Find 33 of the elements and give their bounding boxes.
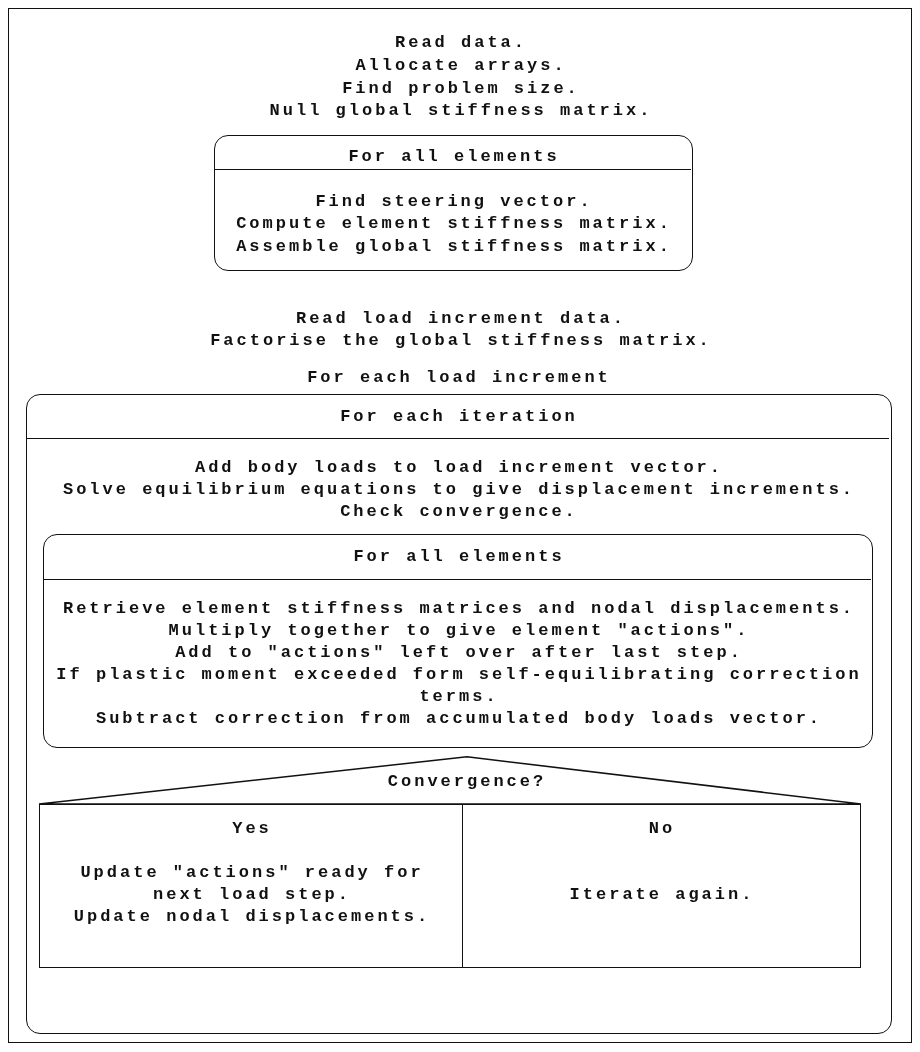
- statement-text: Retrieve element stiffness matrices and nodal displacements.: [62, 598, 856, 620]
- loop-box: [214, 135, 693, 271]
- statement-text: Factorise the global stiffness matrix.: [210, 330, 712, 352]
- statement-text: Compute element stiffness matrix.: [236, 213, 672, 235]
- condition-text: Convergence?: [387, 771, 547, 793]
- branch-label: Yes: [232, 818, 272, 840]
- statement-text: Update "actions" ready for next load step.: [79, 862, 425, 906]
- statement-text: If plastic moment exceeded form self-equilibrating correction terms.: [55, 664, 863, 708]
- statement-text: Assemble global stiffness matrix.: [236, 236, 672, 258]
- statement-text: Null global stiffness matrix.: [269, 100, 653, 122]
- statement-text: Solve equilibrium equations to give displacement increments.: [62, 479, 856, 501]
- branch-label: No: [648, 818, 676, 840]
- statement-text: Find steering vector.: [315, 191, 593, 213]
- statement-text: Iterate again.: [569, 884, 755, 906]
- statement-text: Check convergence.: [340, 501, 578, 523]
- branch-box: [462, 804, 861, 968]
- statement-text: Multiply together to give element "actions".: [168, 620, 750, 642]
- loop-box: [43, 534, 873, 748]
- loop-heading: For each load increment: [307, 367, 611, 389]
- statement-text: Read load increment data.: [295, 308, 626, 330]
- statement-text: Read data.: [395, 32, 527, 54]
- decision-triangle: [39, 756, 861, 804]
- statement-text: Add body loads to load increment vector.: [194, 457, 724, 479]
- loop-heading: For each iteration: [340, 406, 578, 428]
- statement-text: Find problem size.: [342, 78, 580, 100]
- loop-heading: For all elements: [348, 146, 560, 168]
- statement-text: Add to "actions" left over after last step.: [175, 642, 743, 664]
- loop-heading: For all elements: [353, 546, 565, 568]
- statement-text: Allocate arrays.: [355, 55, 567, 77]
- program-frame: [8, 8, 912, 1043]
- branch-box: [39, 804, 463, 968]
- statement-text: Update nodal displacements.: [73, 906, 431, 928]
- statement-text: Subtract correction from accumulated body loads vector.: [95, 708, 823, 730]
